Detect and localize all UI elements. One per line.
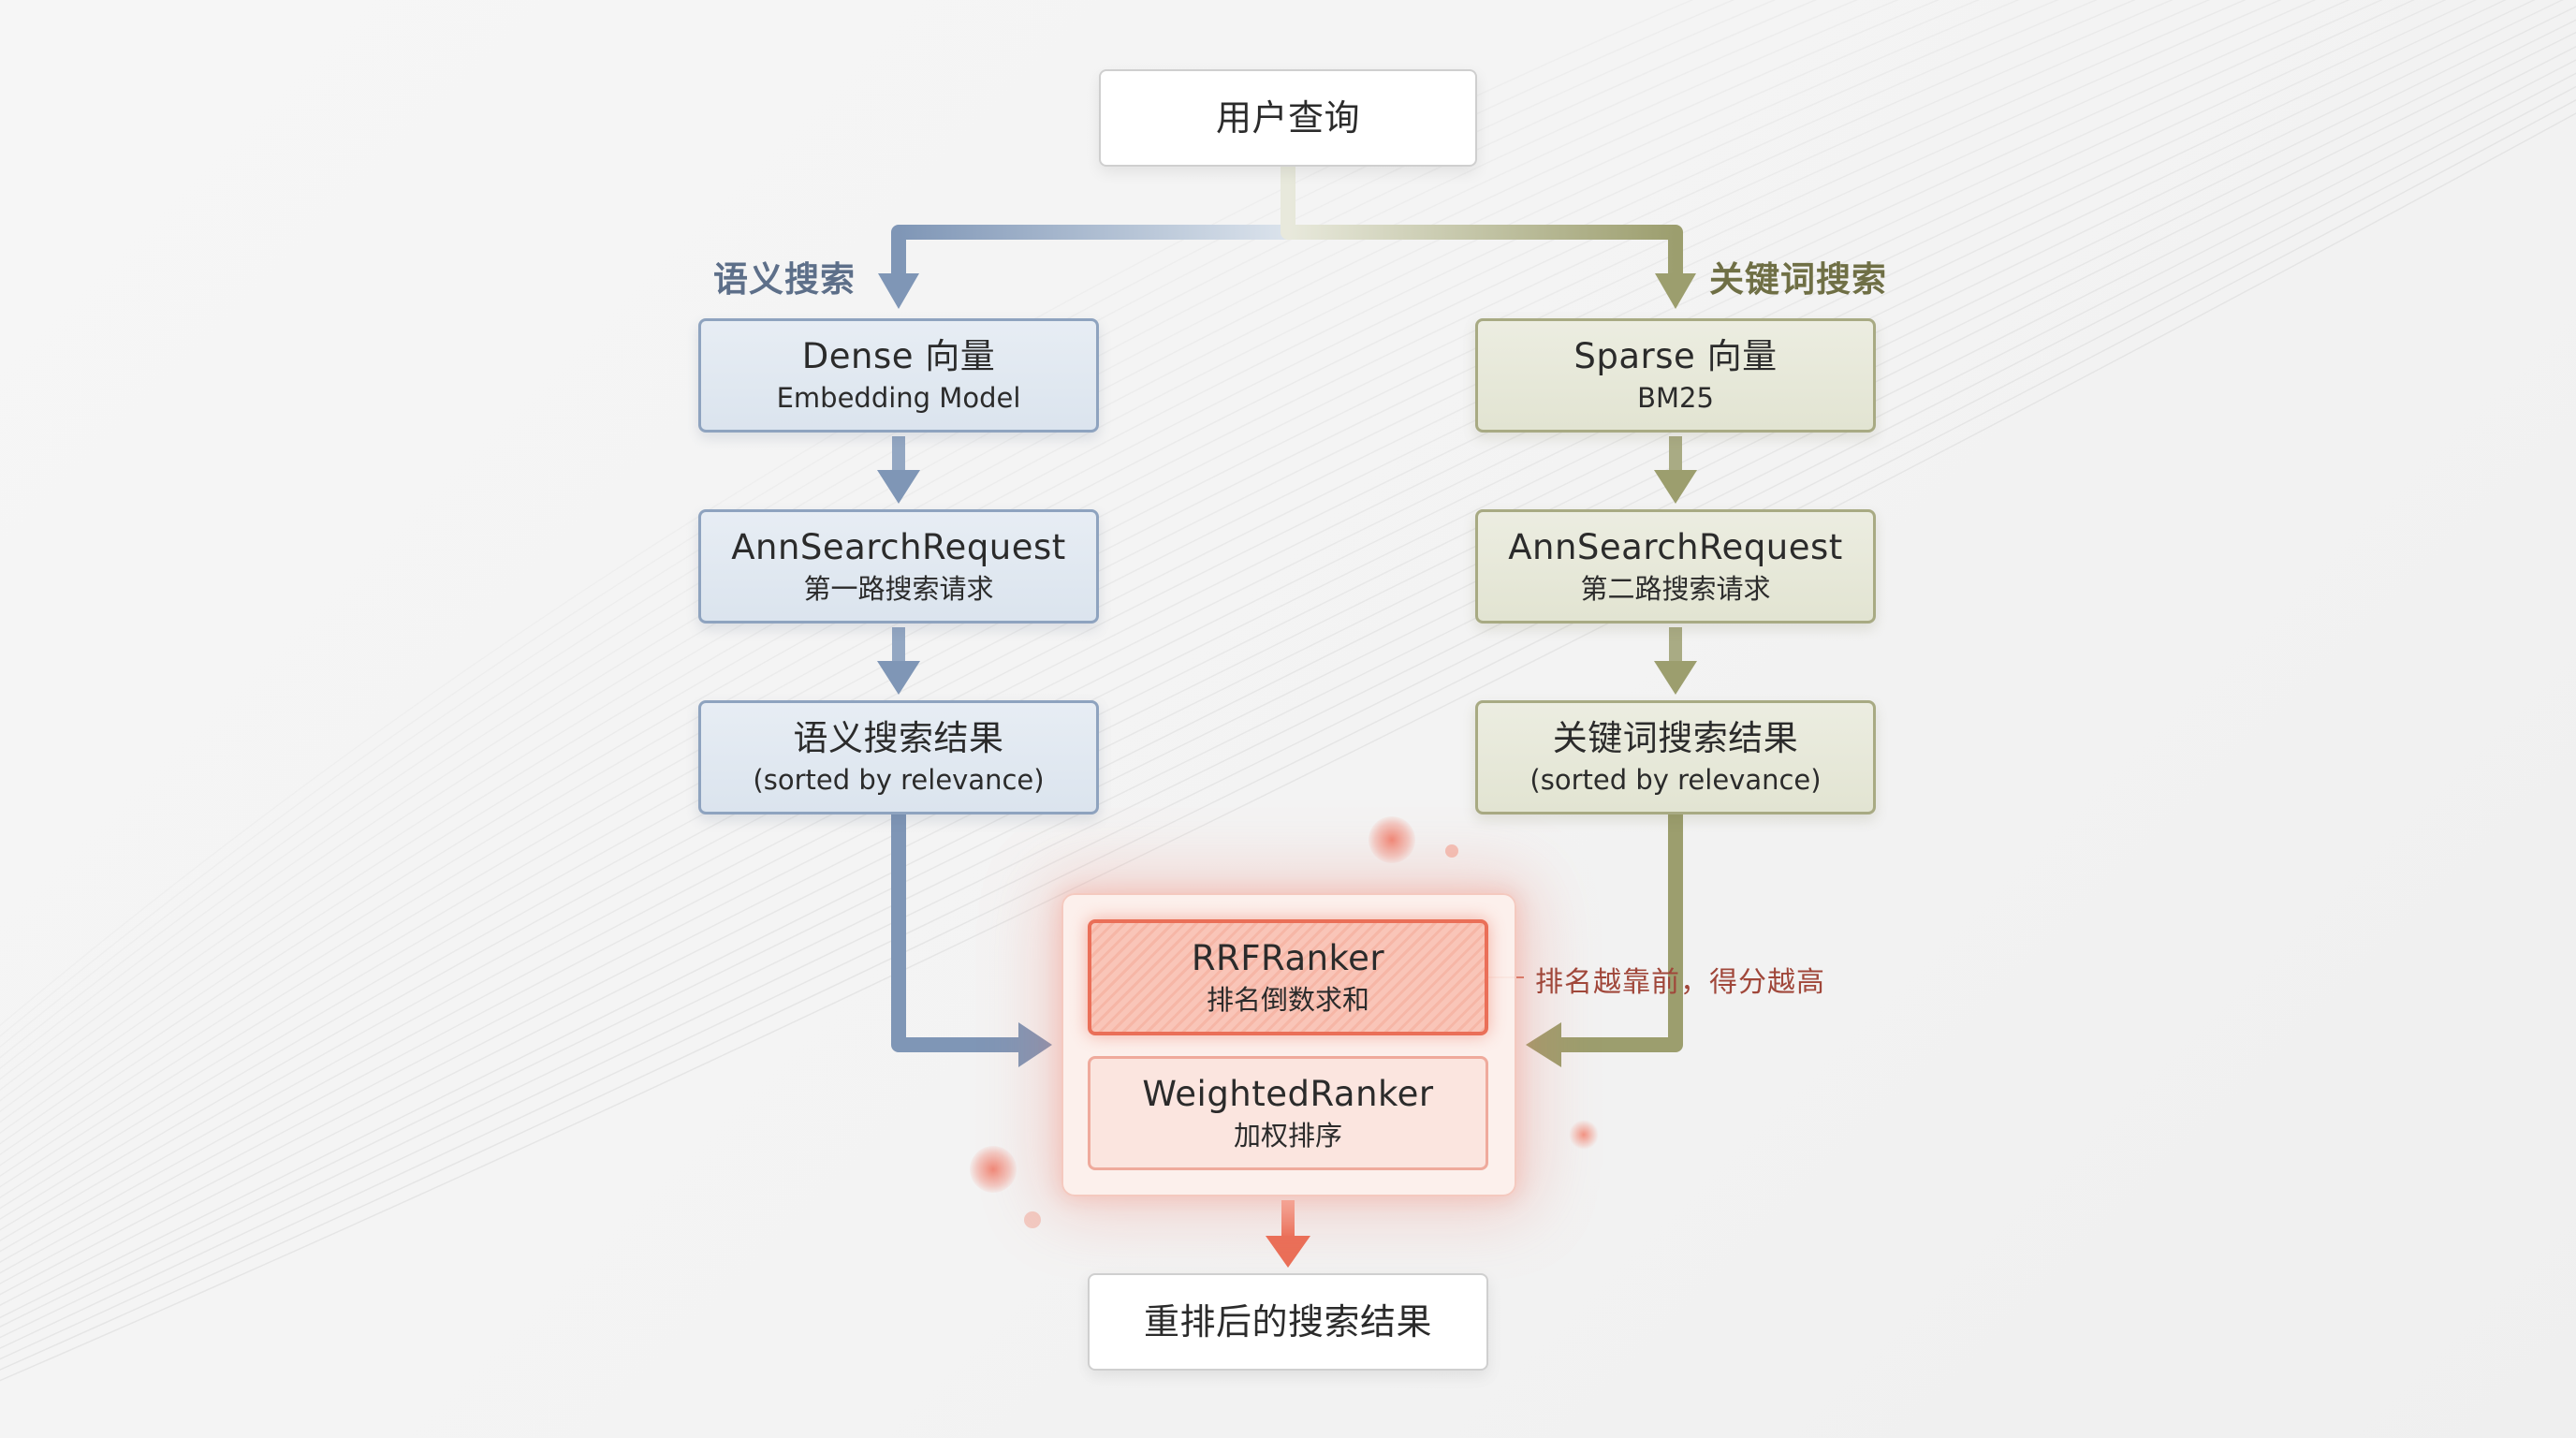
user-query-node: 用户查询 [1099,69,1477,167]
user-query-label: 用户查询 [1215,97,1360,139]
arrow-down-icon [877,661,920,695]
dense-vector-title: Dense 向量 [801,336,996,376]
semantic-results-node: 语义搜索结果 (sorted by relevance) [698,700,1099,814]
arrow-down-icon [1266,1236,1310,1268]
dense-request-subtitle: 第一路搜索请求 [803,573,994,605]
sparse-vector-title: Sparse 向量 [1573,336,1778,376]
glow-dot [1024,1211,1041,1228]
reranked-results-node: 重排后的搜索结果 [1088,1273,1488,1371]
dense-request-node: AnnSearchRequest 第一路搜索请求 [698,509,1099,624]
background-line [0,85,2576,1360]
sparse-vector-node: Sparse 向量 BM25 [1475,318,1876,433]
arrow-right-icon [1018,1022,1052,1067]
arrow-down-icon [1654,661,1697,695]
semantic-results-title: 语义搜索结果 [793,718,1004,758]
sparse-request-subtitle: 第二路搜索请求 [1580,573,1771,605]
glow-dot [970,1146,1017,1193]
rrf-ranker-node: RRFRanker 排名倒数求和 [1088,919,1488,1035]
arrow-down-icon [1654,470,1697,504]
rrf-ranker-title: RRFRanker [1191,938,1385,978]
arrow-down-icon [1655,273,1696,309]
sparse-vector-subtitle: BM25 [1637,382,1714,414]
glow-dot [1368,816,1415,863]
arrow-down-icon [877,470,920,504]
reranked-results-label: 重排后的搜索结果 [1143,1301,1432,1343]
keyword-results-subtitle: (sorted by relevance) [1530,764,1822,796]
background-line [0,98,2576,1371]
sparse-request-node: AnnSearchRequest 第二路搜索请求 [1475,509,1876,624]
sparse-request-title: AnnSearchRequest [1508,527,1843,567]
arrow-left-icon [1526,1022,1561,1067]
final-connector [1266,1200,1310,1268]
weighted-ranker-subtitle: 加权排序 [1233,1120,1342,1152]
weighted-ranker-title: WeightedRanker [1142,1074,1434,1114]
rrf-ranker-subtitle: 排名倒数求和 [1206,984,1369,1016]
keyword-search-label: 关键词搜索 [1709,259,1887,300]
semantic-results-subtitle: (sorted by relevance) [753,764,1045,796]
split-connector [878,167,1696,309]
background-line [0,112,2576,1382]
semantic-search-label: 语义搜索 [713,259,856,300]
dense-vector-node: Dense 向量 Embedding Model [698,318,1099,433]
keyword-results-node: 关键词搜索结果 (sorted by relevance) [1475,700,1876,814]
rrf-annotation: 排名越靠前，得分越高 [1535,966,1825,999]
weighted-ranker-node: WeightedRanker 加权排序 [1088,1056,1488,1170]
dense-request-title: AnnSearchRequest [731,527,1066,567]
glow-dot [1569,1120,1599,1150]
arrow-down-icon [878,273,919,309]
keyword-results-title: 关键词搜索结果 [1552,718,1799,758]
dense-vector-subtitle: Embedding Model [776,382,1021,414]
glow-dot [1445,844,1458,858]
